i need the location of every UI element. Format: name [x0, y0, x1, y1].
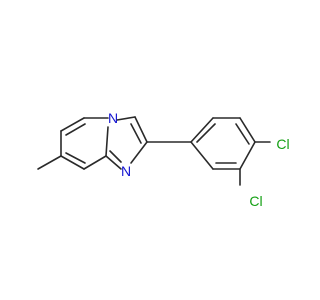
bond-layer — [37, 116, 271, 186]
bond-n-imine-c8a — [105, 155, 122, 170]
bond-ph3-ph4 — [239, 117, 256, 143]
bond-n-imine-c8a-inner — [109, 150, 122, 163]
atom-n-bridge: N — [108, 110, 118, 126]
bond-c7-c8-inner — [65, 152, 86, 164]
molecule-structure: N N Cl Cl — [37, 110, 290, 209]
bond-c5-c6-inner — [65, 123, 86, 136]
bond-ph4-ph5 — [239, 141, 256, 170]
atom-cl-top: Cl — [276, 136, 289, 152]
bond-c8a-n1 — [105, 126, 109, 157]
atom-cl-bottom: Cl — [249, 193, 262, 209]
bond-c8-c8a — [83, 155, 107, 170]
bond-c3-c2 — [134, 116, 148, 143]
bond-n1-c3 — [116, 116, 136, 121]
bond-c7-c8 — [60, 155, 85, 170]
bond-c2-n-imine — [130, 141, 148, 164]
bond-c7-methyl — [37, 155, 62, 170]
bond-ph1-ph2 — [190, 117, 214, 143]
bond-ph6-ph1 — [190, 141, 214, 170]
atom-labels: N N Cl Cl — [108, 110, 290, 209]
bond-ph1-ph2-inner — [196, 123, 216, 143]
bond-c5-c6 — [60, 117, 85, 132]
bond-c3-c2-inner — [130, 123, 142, 144]
atom-n-imine: N — [121, 163, 131, 179]
bond-ph3-ph4-inner — [235, 123, 250, 145]
